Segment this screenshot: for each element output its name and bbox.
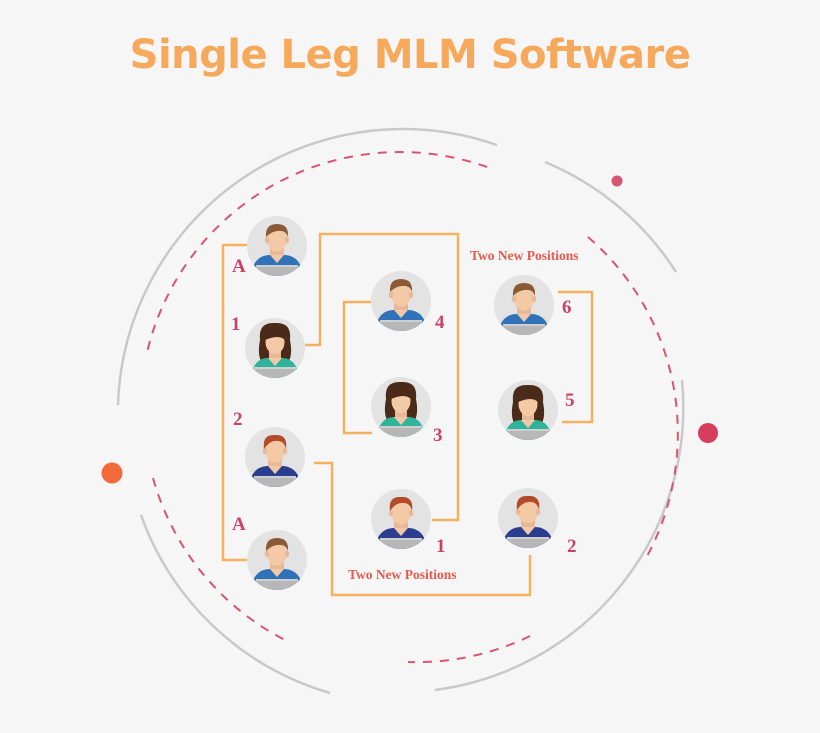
label-mid-1: 1 [436, 536, 446, 557]
connector-left2-bottom [314, 461, 532, 597]
person-a-bottom-avatar [247, 530, 307, 590]
person-mid-3-avatar [371, 377, 431, 437]
person-right-2-avatar [498, 488, 558, 548]
connector-left1-to-mid [305, 232, 460, 522]
decor-dot-right [698, 423, 718, 443]
person-right-5-avatar [498, 380, 558, 440]
person-right-6-avatar [494, 275, 554, 335]
label-a-top: A [232, 256, 246, 277]
dashed-arc-top [145, 151, 488, 358]
label-right-6: 6 [562, 297, 572, 318]
label-right-2: 2 [567, 536, 577, 557]
connector-a-column [221, 243, 248, 562]
ring-arc-bottom-left [139, 514, 331, 695]
connector-right6-right5 [558, 290, 594, 424]
decor-dot-small [611, 175, 623, 187]
connector-mid4-mid3 [342, 300, 372, 435]
person-a-top-avatar [247, 216, 307, 276]
ring-arc-right [544, 160, 678, 273]
dashed-arc-bottom [407, 635, 531, 664]
label-right-5: 5 [565, 390, 575, 411]
person-left-1-avatar [245, 318, 305, 378]
dashed-arc-right [587, 236, 679, 561]
ring-arc-top [116, 127, 498, 406]
connector-lines [221, 232, 594, 597]
person-mid-4-avatar [371, 271, 431, 331]
person-left-2-avatar [245, 427, 305, 487]
dashed-arc-left [152, 477, 286, 641]
person-mid-1-avatar [371, 489, 431, 549]
label-a-bottom: A [232, 514, 246, 535]
two-new-positions-top: Two New Positions [470, 248, 579, 263]
two-new-positions-bottom: Two New Positions [348, 567, 457, 582]
label-mid-4: 4 [435, 312, 445, 333]
decor-dot-left [101, 462, 123, 484]
label-left-2: 2 [233, 409, 243, 430]
label-mid-3: 3 [433, 425, 443, 446]
label-left-1: 1 [231, 314, 241, 335]
page-title: Single Leg MLM Software [129, 32, 691, 78]
ring-arc-bottom-right [434, 379, 685, 692]
